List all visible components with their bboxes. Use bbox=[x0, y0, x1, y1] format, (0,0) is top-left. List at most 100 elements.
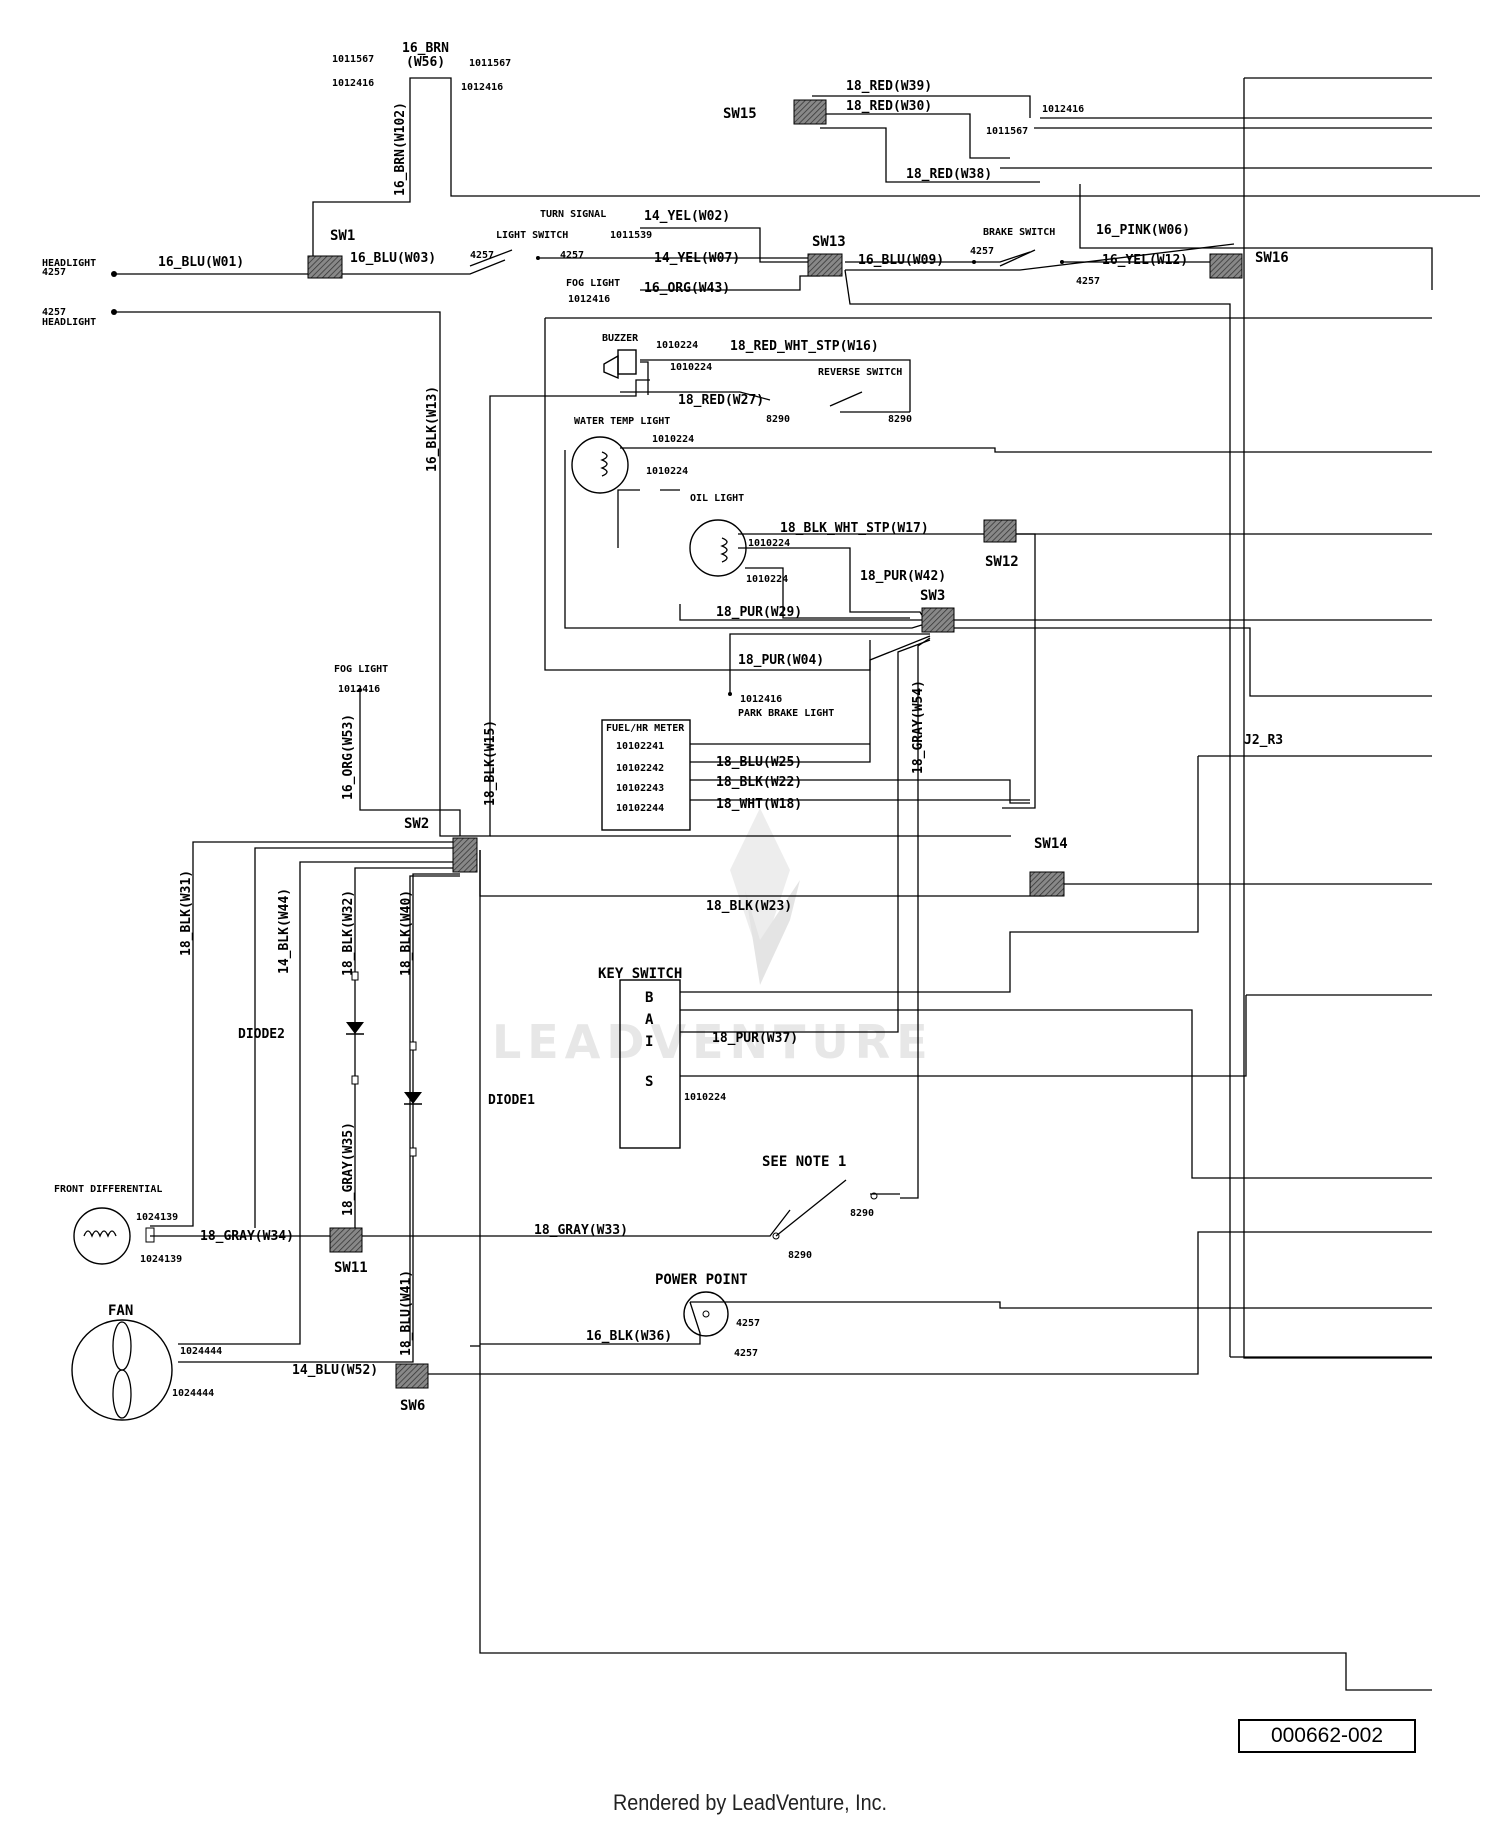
front-differential-label: FRONT DIFFERENTIAL bbox=[54, 1184, 162, 1195]
key-switch-box bbox=[619, 979, 681, 1149]
sw1-block bbox=[307, 255, 343, 279]
water-temp-lamp-icon bbox=[571, 436, 629, 494]
key-switch-pin-i: I bbox=[645, 1034, 653, 1050]
w43-label: 16_ORG(W43) bbox=[644, 281, 730, 296]
sw2-block bbox=[452, 837, 478, 873]
turn-signal-label: TURN SIGNAL bbox=[540, 209, 606, 220]
svg-text:1024139: 1024139 bbox=[136, 1212, 178, 1223]
sw11-block bbox=[329, 1227, 363, 1253]
switch-blocks bbox=[307, 99, 1243, 1389]
sw15-label: SW15 bbox=[723, 106, 757, 122]
svg-text:1012416: 1012416 bbox=[568, 294, 610, 305]
headlight-1-terminal bbox=[111, 271, 117, 277]
fan-label: FAN bbox=[108, 1303, 133, 1319]
park-brake-light-label: PARK BRAKE LIGHT bbox=[738, 708, 834, 719]
footer-credit: Rendered by LeadVenture, Inc. bbox=[612, 1790, 888, 1815]
w53-label: 16_ORG(W53) bbox=[341, 714, 356, 800]
sw15-block bbox=[793, 99, 827, 125]
w17-label: 18_BLK_WHT_STP(W17) bbox=[780, 521, 929, 536]
svg-text:1012416: 1012416 bbox=[461, 82, 503, 93]
sw1-label: SW1 bbox=[330, 228, 355, 244]
svg-text:8290: 8290 bbox=[888, 414, 912, 425]
w09-label: 16_BLU(W09) bbox=[858, 253, 944, 268]
w34-label: 18_GRAY(W34) bbox=[200, 1229, 294, 1244]
w07-label: 14_YEL(W07) bbox=[654, 251, 740, 266]
svg-text:4257: 4257 bbox=[734, 1348, 758, 1359]
w16-label: 18_RED_WHT_STP(W16) bbox=[730, 339, 879, 354]
wire-network bbox=[114, 77, 1480, 1691]
sw2-label: SW2 bbox=[404, 816, 429, 832]
fan-icon bbox=[71, 1319, 173, 1421]
sw13-block bbox=[807, 253, 843, 277]
w06-label: 16_PINK(W06) bbox=[1096, 223, 1190, 238]
connector-labels: 1011567 1012416 1011567 1012416 1012416 … bbox=[136, 54, 1100, 1399]
svg-text:4257: 4257 bbox=[970, 246, 994, 257]
svg-text:1012416: 1012416 bbox=[332, 78, 374, 89]
key-switch-pin-a: A bbox=[645, 1012, 654, 1028]
j2-label: J2_R3 bbox=[1244, 733, 1283, 748]
headlight-1-label: HEADLIGHT bbox=[42, 258, 96, 269]
w03-label: 16_BLU(W03) bbox=[350, 251, 436, 266]
oil-lamp-icon bbox=[689, 519, 747, 577]
svg-text:1011567: 1011567 bbox=[986, 126, 1028, 137]
sw14-block bbox=[1029, 871, 1065, 897]
svg-text:1024139: 1024139 bbox=[140, 1254, 182, 1265]
svg-text:1010224: 1010224 bbox=[652, 434, 694, 445]
watermark-text: LEADVENTURE bbox=[492, 1015, 934, 1069]
note-switch-icon bbox=[772, 1179, 878, 1240]
w54-label: 18_GRAY(W54) bbox=[911, 680, 926, 774]
w23-label: 18_BLK(W23) bbox=[706, 899, 792, 914]
wire-labels: 16_BRN (W56) 16_BRN(W102) 18_RED(W39) 18… bbox=[158, 41, 1190, 1378]
svg-text:8290: 8290 bbox=[850, 1208, 874, 1219]
w04-label: 18_PUR(W04) bbox=[738, 653, 824, 668]
w29-label: 18_PUR(W29) bbox=[716, 605, 802, 620]
svg-text:1010224: 1010224 bbox=[748, 538, 790, 549]
diode1-label: DIODE1 bbox=[488, 1093, 535, 1108]
sw13-label: SW13 bbox=[812, 234, 846, 250]
svg-text:1010224: 1010224 bbox=[684, 1092, 726, 1103]
w52-label: 14_BLU(W52) bbox=[292, 1363, 378, 1378]
water-temp-light-label: WATER TEMP LIGHT bbox=[574, 416, 670, 427]
brake-switch-label: BRAKE SWITCH bbox=[983, 227, 1055, 238]
w27-label: 18_RED(W27) bbox=[678, 393, 764, 408]
brake-switch-icon bbox=[972, 249, 1064, 267]
sw12-block bbox=[983, 519, 1017, 543]
reverse-switch-label: REVERSE SWITCH bbox=[818, 367, 902, 378]
w35-label: 18_GRAY(W35) bbox=[341, 1122, 356, 1216]
w56-label-2: (W56) bbox=[406, 55, 445, 70]
see-note-label: SEE NOTE 1 bbox=[762, 1154, 846, 1170]
w36-label: 16_BLK(W36) bbox=[586, 1329, 672, 1344]
svg-text:1011539: 1011539 bbox=[610, 230, 652, 241]
w25-label: 18_BLU(W25) bbox=[716, 755, 802, 770]
buzzer-icon bbox=[603, 349, 637, 380]
sw3-label: SW3 bbox=[920, 588, 945, 604]
diode2-label: DIODE2 bbox=[238, 1027, 285, 1042]
buzzer-label: BUZZER bbox=[602, 333, 639, 344]
svg-text:1011567: 1011567 bbox=[332, 54, 374, 65]
svg-text:1024444: 1024444 bbox=[180, 1346, 222, 1357]
svg-text:4257: 4257 bbox=[470, 250, 494, 261]
w15-label: 18_BLK(W15) bbox=[483, 720, 498, 806]
w02-label: 14_YEL(W02) bbox=[644, 209, 730, 224]
fog-light-left-label: FOG LIGHT bbox=[334, 664, 388, 675]
key-switch-pin-b: B bbox=[645, 990, 653, 1006]
w31-label: 18_BLK(W31) bbox=[179, 870, 194, 956]
w13-label: 16_BLK(W13) bbox=[425, 386, 440, 472]
w33-label: 18_GRAY(W33) bbox=[534, 1223, 628, 1238]
sw16-block bbox=[1209, 253, 1243, 279]
fog-light-top-label: FOG LIGHT bbox=[566, 278, 620, 289]
diode1-icon bbox=[404, 1041, 422, 1157]
svg-text:1010224: 1010224 bbox=[670, 362, 712, 373]
key-switch-pin-s: S bbox=[645, 1074, 653, 1090]
part-number-box: 000662-002 bbox=[1238, 1719, 1416, 1753]
sw3-block bbox=[921, 607, 955, 633]
w22-label: 18_BLK(W22) bbox=[716, 775, 802, 790]
headlight-2-terminal bbox=[111, 309, 117, 315]
sw12-label: SW12 bbox=[985, 554, 1019, 570]
svg-text:1012416: 1012416 bbox=[740, 694, 782, 705]
w30-label: 18_RED(W30) bbox=[846, 99, 932, 114]
w18-label: 18_WHT(W18) bbox=[716, 797, 802, 812]
components bbox=[71, 249, 1064, 1421]
svg-text:4257: 4257 bbox=[560, 250, 584, 261]
